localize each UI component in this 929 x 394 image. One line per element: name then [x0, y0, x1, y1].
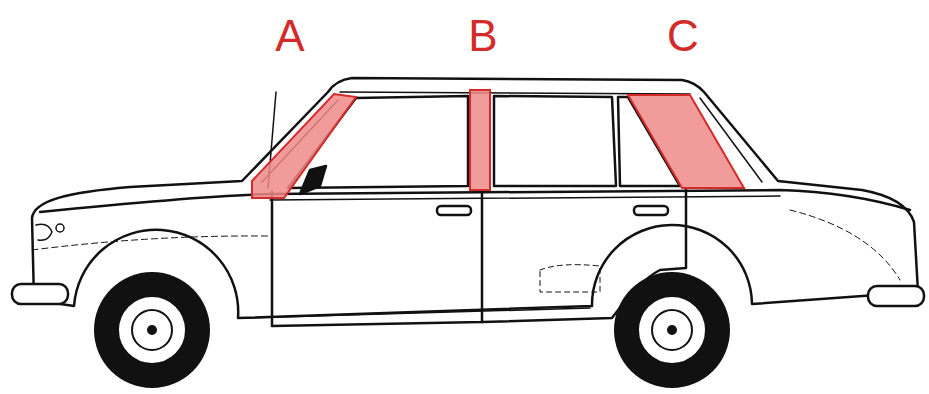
beltline: [40, 190, 910, 212]
front-bumper: [12, 284, 68, 304]
side-strip: [270, 196, 780, 200]
front-wheel: [94, 272, 210, 388]
roof-line: [340, 92, 690, 94]
rear-fender-line: [790, 210, 900, 280]
headlight: [36, 224, 52, 240]
fender-line: [32, 236, 268, 250]
a-pillar: [252, 94, 356, 198]
front-door: [272, 192, 482, 326]
pillar-label: B: [468, 14, 497, 58]
pillar-label: A: [275, 14, 304, 58]
fuel-lid: [540, 265, 600, 292]
rocker: [246, 308, 590, 318]
rear-bumper: [868, 286, 924, 306]
rear-wheel: [614, 272, 730, 388]
b-pillar: [470, 90, 490, 190]
door-handle: [437, 206, 471, 215]
door-handle: [634, 206, 668, 215]
rear-window: [494, 96, 616, 186]
c-pillar: [628, 95, 744, 188]
badge: [56, 224, 64, 232]
pillar-label: C: [667, 14, 699, 58]
